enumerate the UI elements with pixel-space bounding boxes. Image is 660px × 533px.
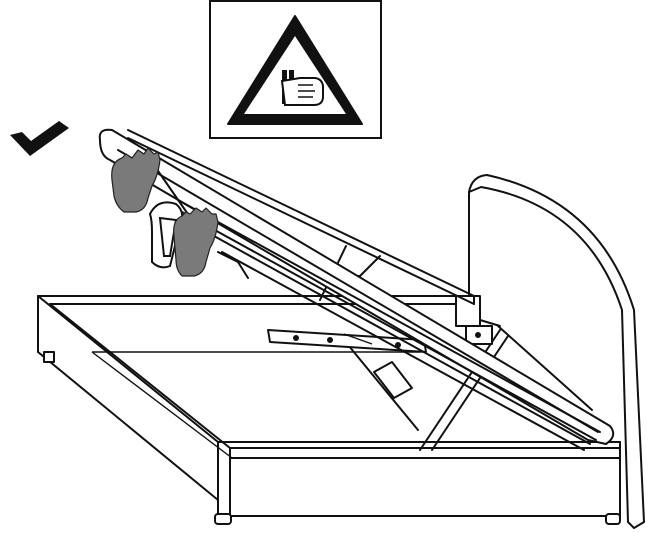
right-hand-icon [173,207,219,277]
hand-crush-warning-icon [227,15,363,125]
storage-base [37,295,621,525]
hands [111,147,219,277]
checkmark-icon [10,121,69,156]
lifted-bed-frame [98,128,615,451]
warning-sign [209,0,382,139]
headboard [468,174,645,529]
lift-strap [148,201,184,269]
left-hand-icon [111,147,161,213]
